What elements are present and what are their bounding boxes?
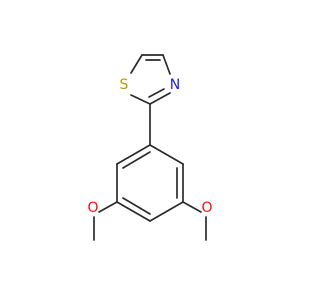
bond-ar-1	[149, 144, 184, 165]
atom-label-nitrogen: N	[170, 77, 180, 93]
bond-n-c2	[149, 92, 171, 105]
bond-ar-o-left	[98, 201, 118, 213]
bond-ar-4	[116, 201, 151, 222]
bond-s-c5	[130, 54, 143, 74]
bond-c4-n	[162, 54, 171, 75]
atom-label-oxygen-right: O	[201, 200, 212, 216]
bond-ar-3	[149, 201, 184, 222]
bond-n-c2-inner	[148, 88, 165, 98]
phenyl-ring	[116, 144, 184, 222]
thiazole-ring	[130, 54, 171, 105]
bond-ar-6-inner	[122, 151, 151, 169]
methoxy-right	[182, 201, 207, 241]
bond-ar-6	[116, 144, 151, 165]
structure-drawing: S N O O	[87, 54, 213, 241]
bond-c2-s	[130, 94, 151, 105]
atom-label-oxygen-left: O	[87, 200, 98, 216]
molecule-diagram: S N O O	[87, 54, 213, 241]
bond-ar-o-right	[182, 201, 202, 213]
bond-ar-4-inner	[122, 197, 151, 215]
methoxy-left	[93, 201, 118, 241]
atom-label-sulfur: S	[120, 77, 129, 93]
